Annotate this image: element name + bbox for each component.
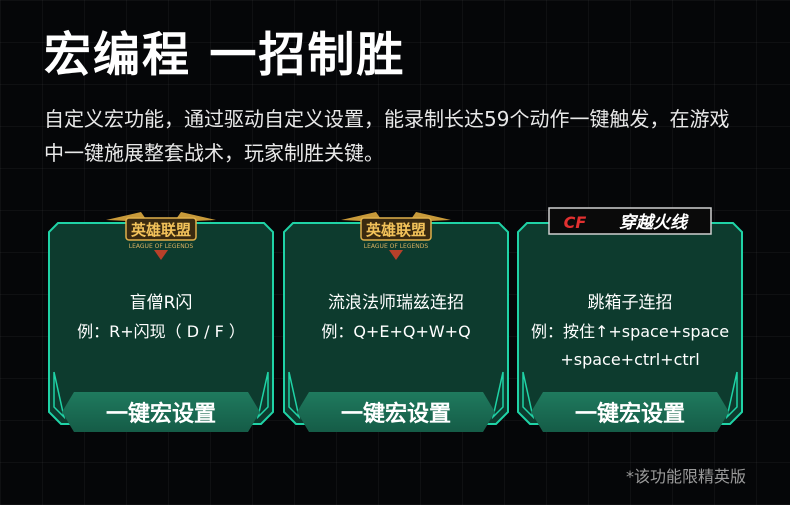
- combo-example: 例：Q+E+Q+W+Q: [289, 318, 503, 346]
- card-frame: [517, 222, 743, 425]
- svg-text:英雄联盟: 英雄联盟: [131, 221, 191, 239]
- one-key-macro-button[interactable]: 一键宏设置: [531, 392, 729, 432]
- svg-text:CF: CF: [564, 213, 587, 232]
- crossfire-logo: CF 穿越火线: [548, 202, 712, 260]
- page-title: 宏编程 一招制胜: [44, 28, 406, 83]
- combo-example: 例：按住↑+space+space +space+ctrl+ctrl: [523, 318, 737, 374]
- combo-example-line1: 例：Q+E+Q+W+Q: [321, 322, 471, 341]
- league-of-legends-logo: 英雄联盟 LEAGUE OF LEGENDS: [96, 202, 226, 260]
- macro-card-ryze: 英雄联盟 LEAGUE OF LEGENDS 流浪法师瑞兹连招 例：Q+E+Q+…: [283, 212, 509, 434]
- league-of-legends-logo: 英雄联盟 LEAGUE OF LEGENDS: [331, 202, 461, 260]
- feature-description: 自定义宏功能，通过驱动自定义设置，能录制长达59个动作一键触发，在游戏中一键施展…: [44, 107, 730, 165]
- svg-text:穿越火线: 穿越火线: [619, 213, 689, 233]
- combo-title: 跳箱子连招: [587, 293, 673, 313]
- combo-title: 盲僧R闪: [129, 293, 193, 313]
- combo-example-line1: 例：R+闪现（ D / F ）: [77, 322, 245, 341]
- card-frame: [48, 222, 274, 425]
- one-key-macro-button[interactable]: 一键宏设置: [297, 392, 495, 432]
- combo-example-line1: 例：按住↑+space+space: [530, 322, 730, 341]
- one-key-macro-button[interactable]: 一键宏设置: [62, 392, 260, 432]
- svg-text:LEAGUE OF LEGENDS: LEAGUE OF LEGENDS: [129, 243, 194, 250]
- macro-card-lee-sin: 英雄联盟 LEAGUE OF LEGENDS 盲僧R闪 例：R+闪现（ D / …: [48, 212, 274, 434]
- edition-note: *该功能限精英版: [625, 467, 746, 486]
- combo-title: 流浪法师瑞兹连招: [328, 293, 464, 313]
- combo-example-line2: +space+ctrl+ctrl: [560, 350, 700, 369]
- combo-example: 例：R+闪现（ D / F ）: [54, 318, 268, 346]
- macro-card-crossfire: CF 穿越火线 跳箱子连招 例：按住↑+space+space +space+c…: [517, 207, 743, 434]
- card-frame: [283, 222, 509, 425]
- svg-text:LEAGUE OF LEGENDS: LEAGUE OF LEGENDS: [364, 243, 429, 250]
- svg-text:英雄联盟: 英雄联盟: [366, 221, 426, 239]
